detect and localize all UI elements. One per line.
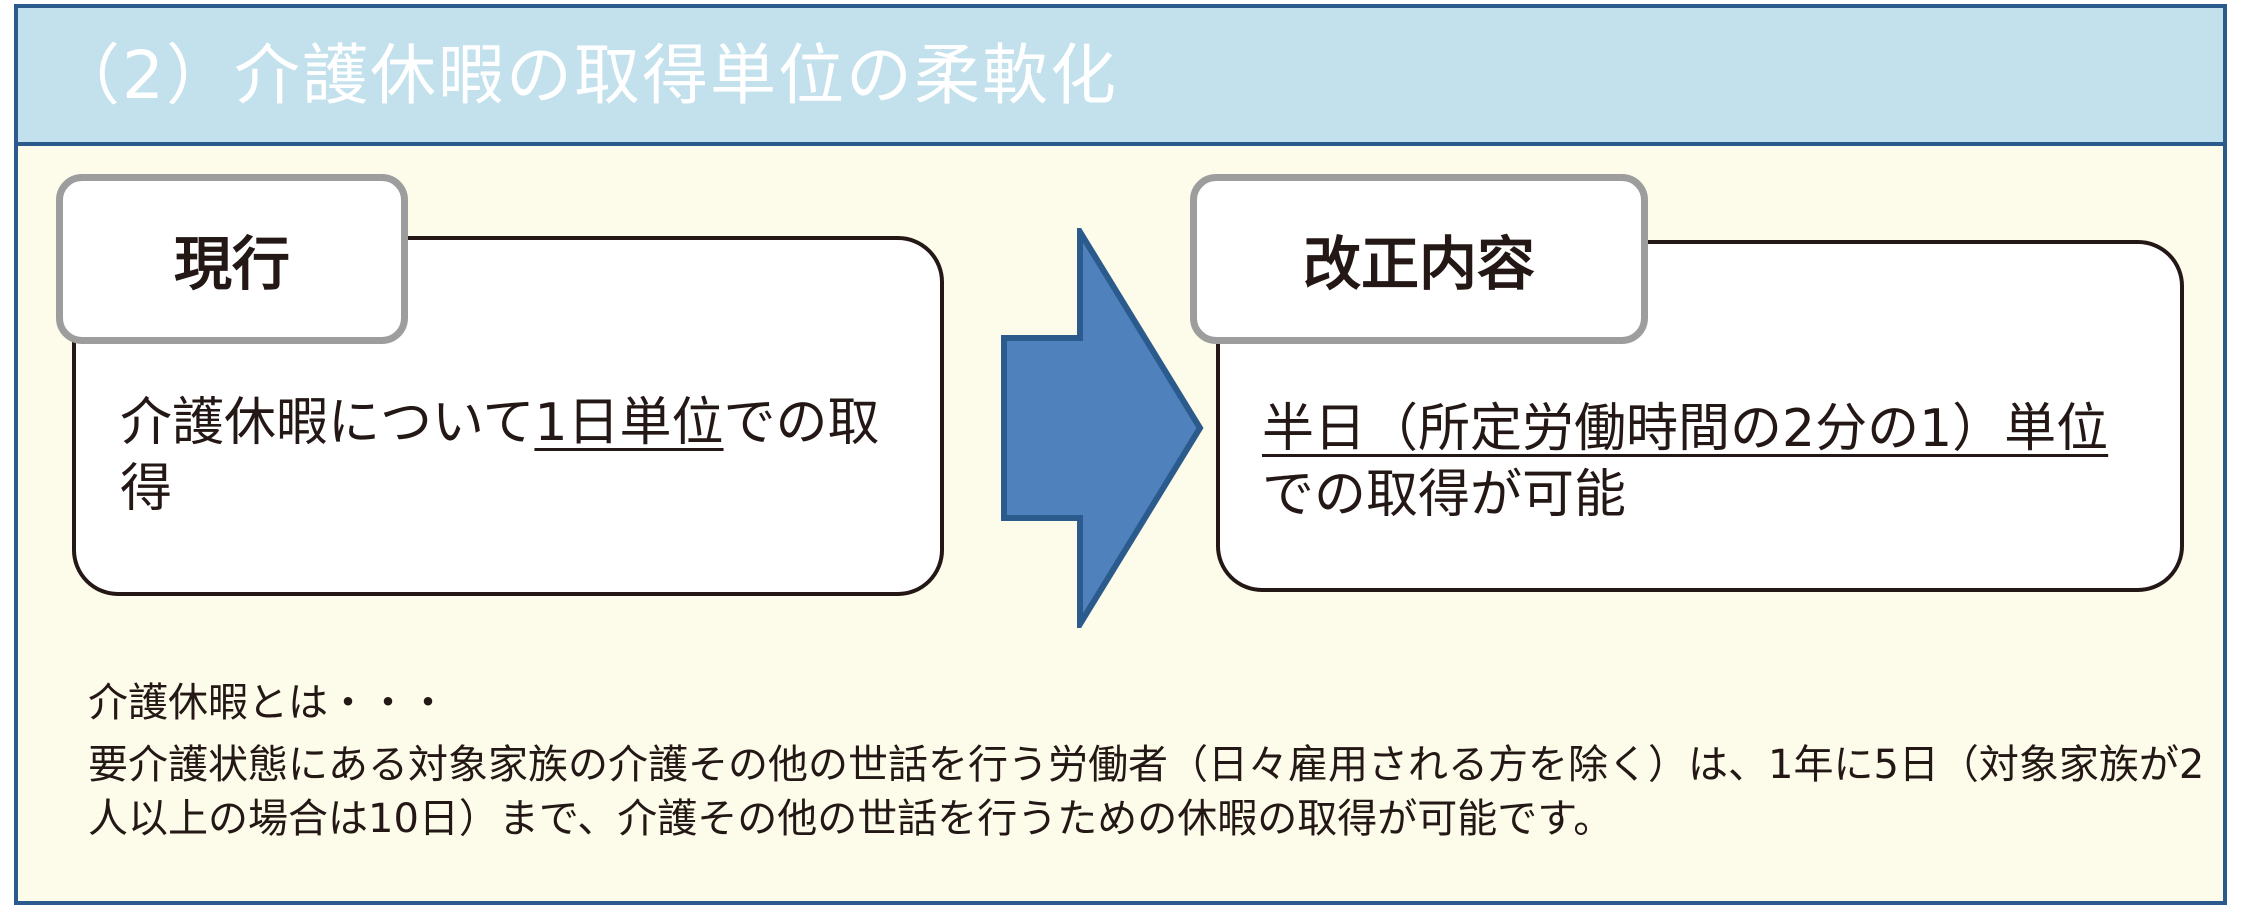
current-text-after: での取得 bbox=[120, 393, 880, 519]
revised-tab-label: 改正内容 bbox=[1190, 174, 1648, 344]
explanation-body: 要介護状態にある対象家族の介護その他の世話を行う労働者（日々雇用される方を除く）… bbox=[88, 742, 2205, 842]
current-text-before: 介護休暇について bbox=[120, 393, 535, 453]
revised-text-after: での取得が可能 bbox=[1262, 465, 1627, 525]
explanation-section: 介護休暇とは・・・ 要介護状態にある対象家族の介護その他の世話を行う労働者（日々… bbox=[88, 676, 2208, 846]
revised-description: 半日（所定労働時間の2分の1）単位での取得が可能 bbox=[1262, 396, 2142, 528]
current-description: 介護休暇について1日単位での取得 bbox=[120, 390, 880, 522]
document-frame: （2）介護休暇の取得単位の柔軟化 介護休暇について1日単位での取得 現行 半日（… bbox=[14, 4, 2227, 905]
right-arrow-icon bbox=[1001, 228, 1204, 628]
explanation-heading: 介護休暇とは・・・ bbox=[88, 680, 448, 726]
page-title: （2）介護休暇の取得単位の柔軟化 bbox=[54, 37, 1118, 114]
current-text-underlined: 1日単位 bbox=[534, 393, 724, 453]
revised-text-underlined: 半日（所定労働時間の2分の1）単位 bbox=[1262, 399, 2109, 459]
header-bar: （2）介護休暇の取得単位の柔軟化 bbox=[18, 8, 2223, 146]
current-tab-label: 現行 bbox=[56, 174, 408, 344]
current-box: 介護休暇について1日単位での取得 bbox=[72, 236, 944, 596]
